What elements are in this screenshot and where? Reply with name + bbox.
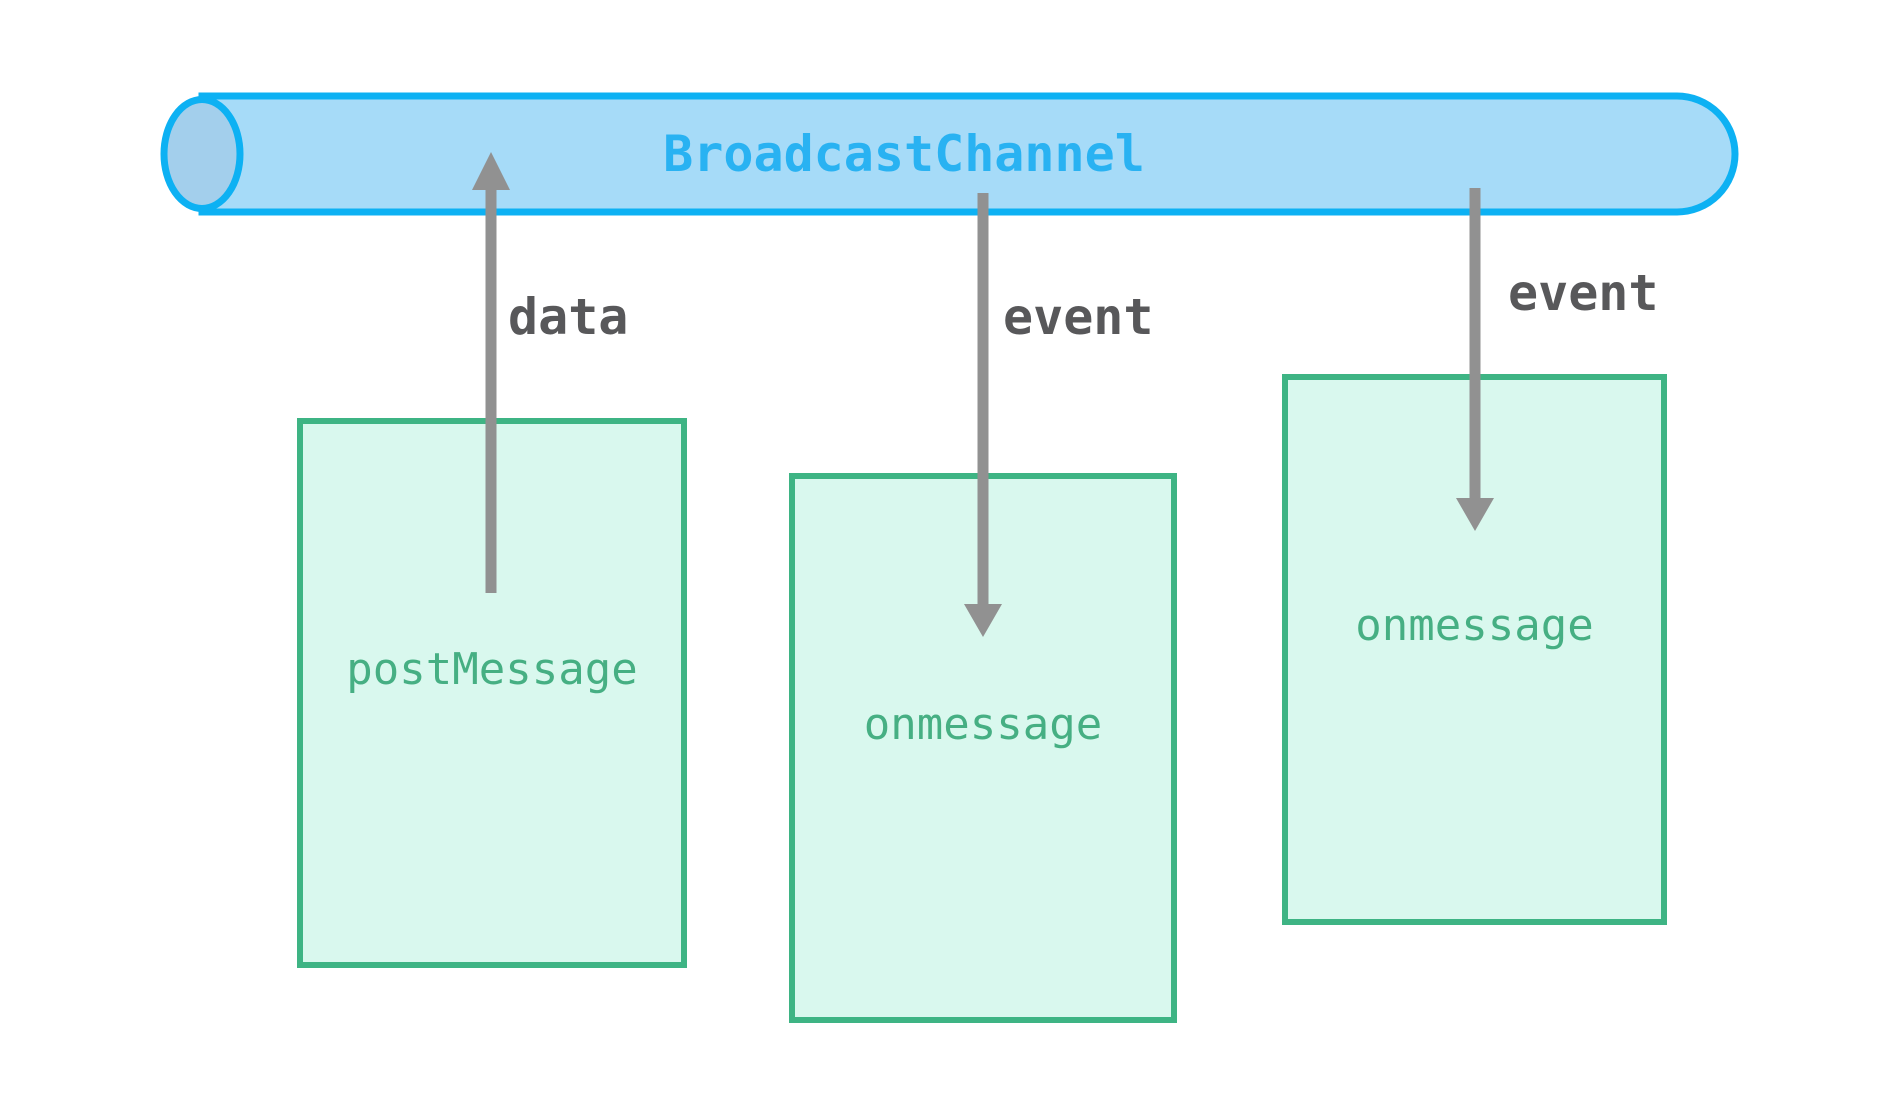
context-1-method-label: postMessage: [346, 643, 638, 695]
context-box-1: postMessage: [297, 418, 687, 968]
context-box-3: onmessage: [1282, 374, 1667, 925]
context-3-method-label: onmessage: [1355, 600, 1594, 651]
arrow-label-event-right: event: [1508, 264, 1659, 322]
context-box-2: onmessage: [789, 473, 1177, 1023]
arrow-label-data: data: [508, 288, 629, 346]
arrow-label-event-mid: event: [1003, 288, 1154, 346]
context-2-method-label: onmessage: [863, 698, 1103, 750]
channel-title: BroadcastChannel: [663, 125, 1145, 183]
